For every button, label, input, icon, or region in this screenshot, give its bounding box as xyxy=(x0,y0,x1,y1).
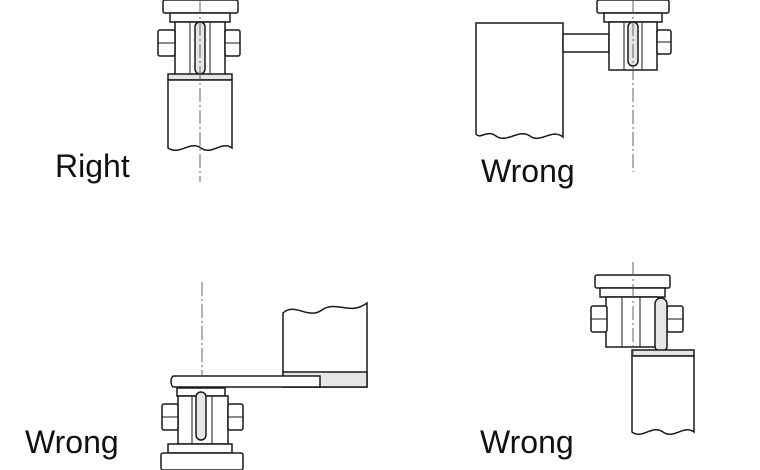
label-wrong-bottom-right: Wrong xyxy=(480,424,574,460)
clamp-assembly xyxy=(590,274,684,353)
clamp-assembly xyxy=(157,0,241,79)
label-wrong-top: Wrong xyxy=(481,153,575,189)
offset-arm xyxy=(562,33,610,53)
label-wrong-bottom-left: Wrong xyxy=(25,424,119,460)
panel-wrong-offset-arm xyxy=(475,0,672,172)
panel-right-correct xyxy=(157,0,241,182)
tube-section xyxy=(282,301,368,388)
mounting-plate xyxy=(170,375,321,388)
panel-wrong-off-axis xyxy=(590,262,695,435)
clamp-assembly xyxy=(160,387,244,470)
label-right: Right xyxy=(55,148,130,184)
panel-wrong-inverted xyxy=(160,282,368,470)
tube-section xyxy=(475,22,564,140)
tube-section xyxy=(631,349,695,435)
